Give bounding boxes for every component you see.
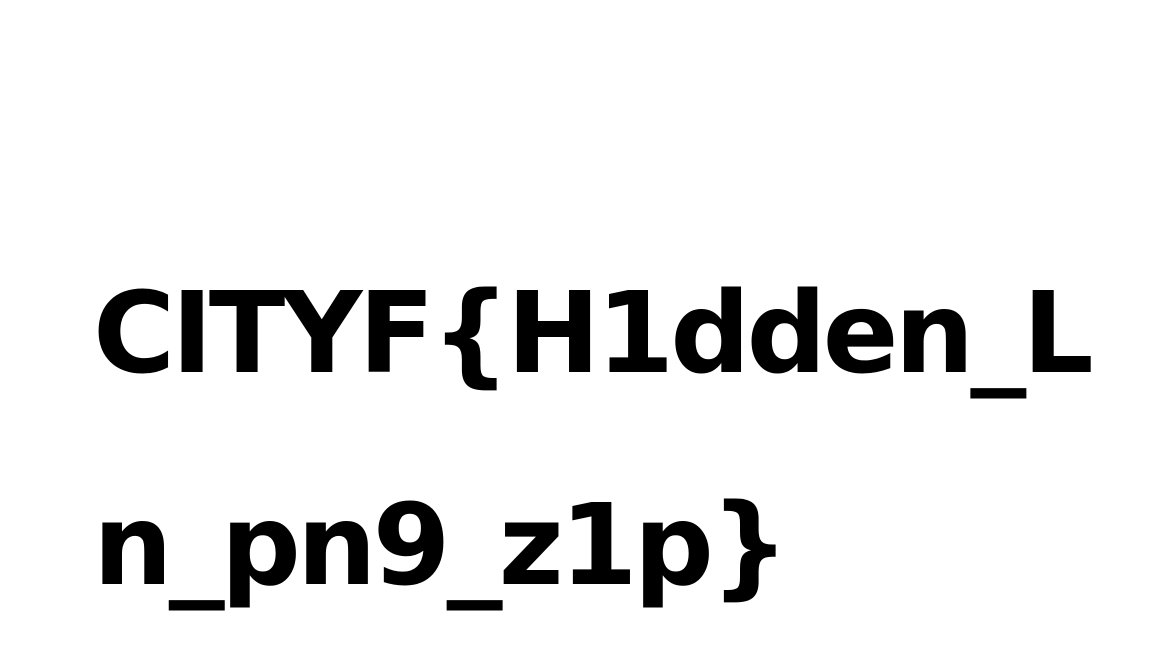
- text-line-1: CITYF{H1dden_L: [93, 269, 1094, 399]
- text-line-2: n_pn9_z1p}: [93, 481, 790, 611]
